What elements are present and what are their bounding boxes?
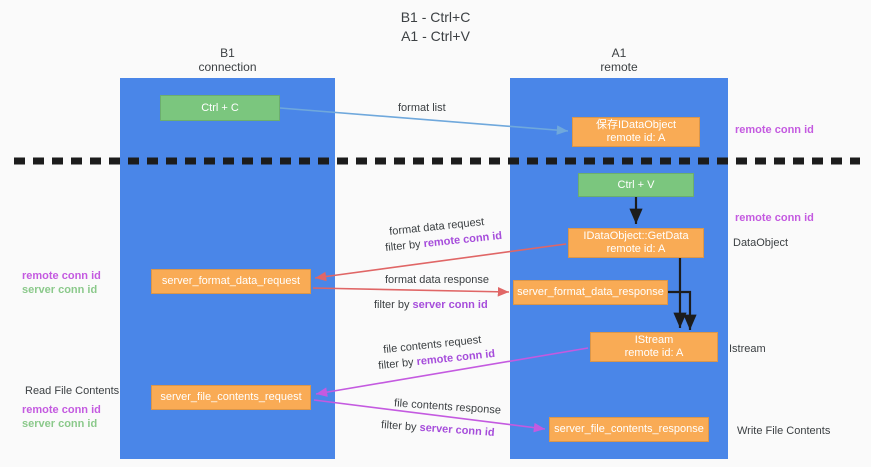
annotation-left-mid-server-conn-id: server conn id bbox=[22, 284, 98, 296]
node-ctrl-v-label: Ctrl + V bbox=[617, 178, 655, 191]
annotation-data-object: DataObject bbox=[733, 237, 789, 249]
node-file-contents-request[interactable]: server_file_contents_request bbox=[151, 385, 311, 410]
filter-prefix: filter by bbox=[374, 299, 413, 311]
edge-label-format-data-response: format data response bbox=[385, 274, 489, 286]
node-file-contents-response-label: server_file_contents_response bbox=[554, 423, 704, 435]
node-ctrl-v[interactable]: Ctrl + V bbox=[578, 173, 694, 197]
filter-prefix: filter by bbox=[377, 356, 418, 373]
node-ctrl-c[interactable]: Ctrl + C bbox=[160, 95, 280, 121]
node-istream[interactable]: IStream remote id: A bbox=[590, 332, 718, 362]
edge-label-file-contents-response-filter: filter by server conn id bbox=[381, 418, 495, 440]
annotation-left-mid-remote-conn-id: remote conn id bbox=[22, 270, 101, 282]
annotation-right-mid-remote-conn-id: remote conn id bbox=[735, 212, 814, 224]
node-ctrl-c-label: Ctrl + C bbox=[201, 101, 239, 114]
edge-label-file-contents-response: file contents response bbox=[393, 397, 502, 417]
node-format-data-response-label: server_format_data_response bbox=[517, 286, 664, 298]
filter-key-server-conn-id: server conn id bbox=[412, 299, 488, 311]
annotation-istream: Istream bbox=[729, 343, 766, 355]
annotation-write-file-contents: Write File Contents bbox=[737, 425, 831, 437]
node-data-object-line2: remote id: A bbox=[606, 132, 666, 144]
node-format-data-request[interactable]: server_format_data_request bbox=[151, 269, 311, 294]
annotation-read-file-contents: Read File Contents bbox=[25, 385, 120, 397]
annotation-left-bottom-server-conn-id: server conn id bbox=[22, 418, 98, 430]
swimlane-b1-title: B1 connection bbox=[198, 46, 257, 74]
annotation-left-bottom-remote-conn-id: remote conn id bbox=[22, 404, 101, 416]
node-get-data-line2: remote id: A bbox=[606, 243, 666, 255]
annotation-right-top-remote-conn-id: remote conn id bbox=[735, 124, 814, 136]
node-get-data-line1: IDataObject::GetData bbox=[583, 230, 689, 242]
node-istream-line1: IStream bbox=[634, 334, 674, 346]
swimlane-a1-title: A1 remote bbox=[600, 46, 638, 74]
node-format-data-response[interactable]: server_format_data_response bbox=[513, 280, 668, 305]
edge-label-format-list: format list bbox=[398, 102, 446, 114]
node-file-contents-response[interactable]: server_file_contents_response bbox=[549, 417, 709, 442]
filter-key-server-conn-id: server conn id bbox=[419, 421, 495, 439]
node-istream-line2: remote id: A bbox=[624, 347, 684, 359]
edge-label-format-data-response-filter: filter by server conn id bbox=[374, 298, 488, 312]
node-data-object[interactable]: 保存IDataObject remote id: A bbox=[572, 117, 700, 147]
node-get-data[interactable]: IDataObject::GetData remote id: A bbox=[568, 228, 704, 258]
filter-prefix: filter by bbox=[380, 419, 420, 434]
node-file-contents-request-label: server_file_contents_request bbox=[160, 391, 302, 403]
diagram-title: B1 - Ctrl+C A1 - Ctrl+V bbox=[400, 9, 471, 44]
node-format-data-request-label: server_format_data_request bbox=[161, 275, 301, 287]
filter-prefix: filter by bbox=[384, 238, 425, 255]
node-data-object-line1: 保存IDataObject bbox=[595, 119, 677, 131]
